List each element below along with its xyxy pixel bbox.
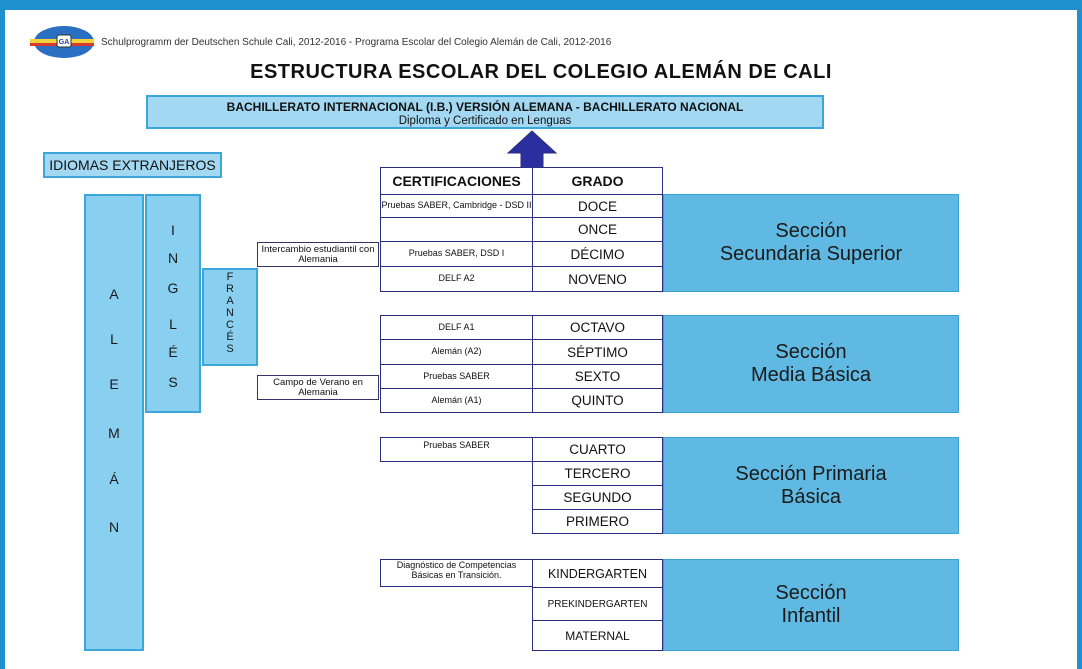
certification-cell: Pruebas SABER, Cambridge - DSD II <box>380 194 533 218</box>
grade-cell: TERCERO <box>532 461 663 486</box>
english-letter: L <box>169 316 177 332</box>
exchange-note: Intercambio estudiantil con Alemania <box>257 242 379 267</box>
german-column: A L E M Á N <box>84 194 144 651</box>
section-label: Sección <box>775 582 847 604</box>
french-letter: F <box>226 271 234 283</box>
english-letter: S <box>168 374 178 390</box>
grade-header: GRADO <box>532 167 663 195</box>
certification-cell: Alemán (A2) <box>380 339 533 365</box>
french-letter: A <box>226 295 234 307</box>
section-label: Sección Primaria <box>735 462 887 485</box>
grade-cell: QUINTO <box>532 388 663 413</box>
certifications-header: CERTIFICACIONES <box>380 167 533 195</box>
document-subtitle: Schulprogramm der Deutschen Schule Cali,… <box>101 37 612 48</box>
german-letter: E <box>109 376 119 392</box>
section-label: Media Básica <box>750 364 872 386</box>
certification-cell: DELF A2 <box>380 266 533 292</box>
grade-cell: ONCE <box>532 217 663 242</box>
english-letter: N <box>167 250 179 266</box>
german-letter: Á <box>109 471 119 487</box>
bachillerato-box: BACHILLERATO INTERNACIONAL (I.B.) VERSIÓ… <box>146 95 824 129</box>
english-column: I N G L É S <box>145 194 201 413</box>
german-letter: M <box>108 425 120 441</box>
english-letter: G <box>167 280 179 296</box>
section-primaria-basica: Sección Primaria Básica <box>663 437 959 534</box>
certification-cell: Pruebas SABER <box>380 364 533 389</box>
german-letter: N <box>108 519 120 535</box>
english-letter: É <box>168 344 178 360</box>
french-letter: R <box>226 283 234 295</box>
certification-cell: Diagnóstico de Competencias Básicas en T… <box>380 559 533 587</box>
svg-text:GA: GA <box>59 39 70 46</box>
english-letter: I <box>171 222 175 238</box>
grade-cell: SÉPTIMO <box>532 339 663 365</box>
french-letter: C <box>226 319 234 331</box>
section-label: Sección <box>775 220 847 242</box>
french-letter: N <box>226 307 234 319</box>
section-infantil: Sección Infantil <box>663 559 959 651</box>
grade-cell: SEGUNDO <box>532 485 663 510</box>
grade-cell: CUARTO <box>532 437 663 462</box>
bachillerato-title: BACHILLERATO INTERNACIONAL (I.B.) VERSIÓ… <box>226 100 744 114</box>
grade-cell: KINDERGARTEN <box>532 559 663 588</box>
german-letter: L <box>110 331 118 347</box>
grade-cell: NOVENO <box>532 266 663 292</box>
school-logo: GA <box>30 26 94 58</box>
section-label: Básica <box>780 485 842 508</box>
french-letter: S <box>226 343 234 355</box>
certification-cell: Alemán (A1) <box>380 388 533 413</box>
summer-camp-note: Campo de Verano en Alemania <box>257 375 379 400</box>
section-secundaria-superior: Sección Secundaria Superior <box>663 194 959 292</box>
section-label: Infantil <box>781 605 841 627</box>
grade-cell: OCTAVO <box>532 315 663 340</box>
french-column: F R A N C É S <box>202 268 258 366</box>
foreign-languages-label: IDIOMAS EXTRANJEROS <box>43 152 222 178</box>
french-letter: É <box>226 331 234 343</box>
grade-cell: PREKINDERGARTEN <box>532 587 663 621</box>
grade-cell: MATERNAL <box>532 620 663 651</box>
grade-cell: PRIMERO <box>532 509 663 534</box>
section-media-basica: Sección Media Básica <box>663 315 959 413</box>
grade-cell: DÉCIMO <box>532 241 663 267</box>
bachillerato-subtitle: Diploma y Certificado en Lenguas <box>398 115 572 127</box>
grade-cell: DOCE <box>532 194 663 218</box>
certification-cell: Pruebas SABER, DSD I <box>380 241 533 267</box>
section-label: Sección <box>775 341 847 363</box>
german-letter: A <box>109 286 119 302</box>
certification-cell <box>380 217 533 242</box>
grade-cell: SEXTO <box>532 364 663 389</box>
certification-cell: DELF A1 <box>380 315 533 340</box>
certification-cell: Pruebas SABER <box>380 437 533 462</box>
section-label: Secundaria Superior <box>719 243 903 265</box>
page-title: ESTRUCTURA ESCOLAR DEL COLEGIO ALEMÁN DE… <box>250 61 832 83</box>
